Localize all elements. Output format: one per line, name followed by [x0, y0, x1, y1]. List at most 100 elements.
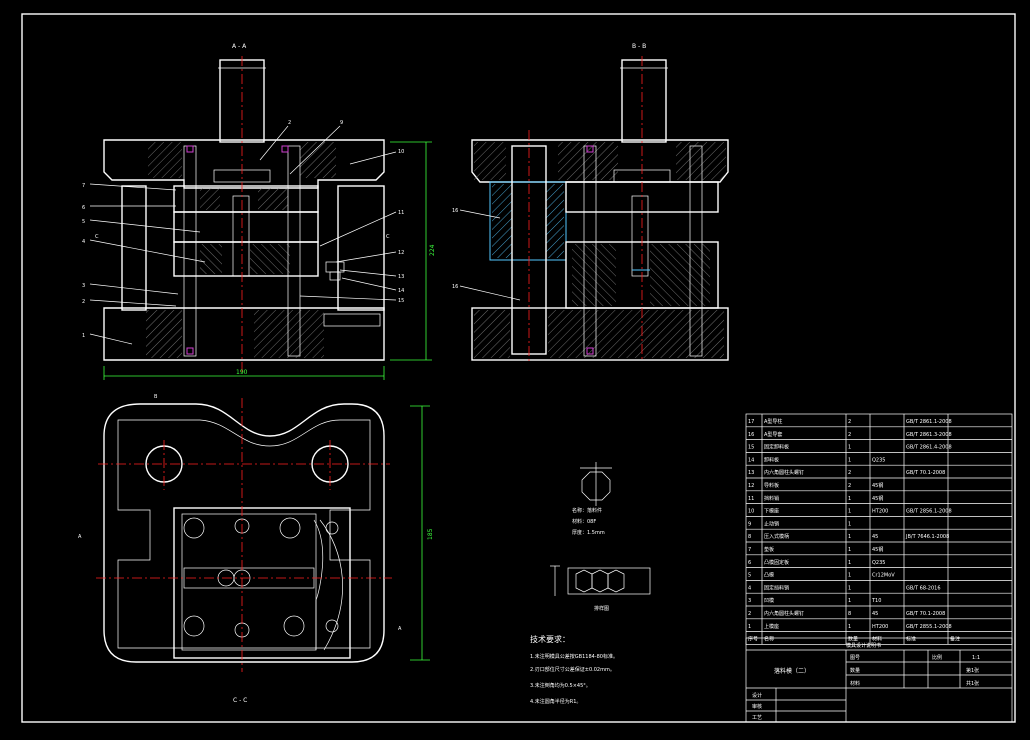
bom-cell: 导料板: [764, 482, 779, 489]
bom-cell: 凸模: [764, 572, 774, 579]
balloon-label: 14: [398, 288, 404, 294]
workpiece-name: 名称：落料件: [572, 507, 602, 514]
tb-process: 工艺: [752, 715, 762, 721]
bom-cell: 2: [848, 470, 851, 476]
bom-cell: 内六角圆柱头螺钉: [764, 469, 804, 476]
bom-cell: 1: [848, 624, 851, 630]
bom-cell: 16: [748, 432, 754, 438]
bom-cell: 1: [848, 445, 851, 451]
bom-cell: 14: [748, 457, 754, 463]
bom-cell: 固定挡料销: [764, 584, 789, 591]
balloon-label: 4: [82, 239, 85, 245]
tb-scale-label: 比例: [932, 654, 942, 661]
bom-cell: GB/T 70.1-2008: [906, 470, 945, 476]
balloon-label: 10: [398, 149, 404, 155]
balloon-label: 12: [398, 250, 404, 256]
bom-header-cell: 名称: [764, 636, 774, 643]
tb-checker: 审核: [752, 703, 762, 710]
tb-designer: 设计: [752, 692, 762, 699]
tb-quantity-label: 数量: [850, 667, 860, 674]
dimension-height-224: 224: [429, 244, 436, 256]
tech-req-item: 4.未注圆角半径为R1。: [530, 698, 581, 705]
section-cc-view: A A B C - C 185: [78, 394, 434, 704]
bom-cell: 3: [748, 598, 751, 604]
section-aa-view: A - A: [95, 43, 436, 380]
tb-scale-value: 1:1: [972, 655, 980, 661]
bom-cell: 1: [848, 509, 851, 515]
bom-cell: 1: [848, 457, 851, 463]
balloon-label: 9: [340, 120, 343, 126]
bom-cell: 上模座: [764, 623, 779, 630]
bom-cell: 挡料销: [764, 495, 779, 502]
tb-material-label: 材料: [850, 680, 860, 687]
title-block: 模具设计说明书 落料模（二） 图号 比例 1:1 数量 第1张 材料 共1张 设…: [745, 637, 1013, 723]
bom-cell: 45: [872, 611, 878, 617]
bom-cell: A型导套: [764, 431, 782, 438]
bom-cell: 45钢: [872, 482, 883, 489]
balloon-label: 13: [398, 274, 404, 280]
bom-header-cell: 序号: [748, 636, 758, 643]
bom-cell: 45钢: [872, 546, 883, 553]
section-bb-title: B - B: [632, 43, 646, 50]
bom-cell: 45: [872, 534, 878, 540]
bom-cell: 2: [848, 483, 851, 489]
bom-cell: 13: [748, 470, 754, 476]
bom-cell: HT200: [872, 624, 888, 630]
bom-cell: 10: [748, 509, 754, 515]
bom-cell: 1: [848, 598, 851, 604]
bom-cell: GB/T 2856.1-2008: [906, 509, 952, 515]
bom-header-cell: 数量: [848, 636, 858, 643]
tech-req-item: 1.未注明模具公差按GB1184-80标准。: [530, 653, 618, 660]
bom-cell: T10: [871, 598, 881, 604]
bom-cell: 45钢: [872, 495, 883, 502]
bom-cell: Q235: [872, 457, 885, 463]
bom-header-cell: 材料: [872, 636, 882, 643]
bom-cell: 内六角圆柱头螺钉: [764, 610, 804, 617]
bom-cell: GB/T 68-2016: [906, 585, 941, 591]
cut-label-b-top: B: [154, 394, 158, 400]
bom-cell: 5: [748, 573, 751, 579]
balloon-label: 11: [398, 210, 404, 216]
tb-company: 模具设计说明书: [846, 642, 881, 649]
bom-cell: 17: [748, 419, 754, 425]
bom-cell: 1: [848, 534, 851, 540]
bom-cell: 止动销: [764, 520, 779, 527]
bom-cell: Q235: [872, 560, 885, 566]
bom-cell: 压入式模柄: [764, 533, 789, 540]
bom-cell: 6: [748, 560, 751, 566]
bom-cell: 1: [848, 496, 851, 502]
cut-label-c-left: C: [95, 234, 99, 240]
tech-req-item: 2.刃口部位尺寸公差保证±0.02mm。: [530, 666, 615, 673]
bom-cell: GB/T 70.1-2008: [906, 611, 945, 617]
bom-cell: HT200: [872, 509, 888, 515]
dimension-width-190: 190: [236, 369, 248, 376]
strip-layout: 排样图: [550, 565, 651, 612]
bom-cell: 下模座: [764, 508, 779, 515]
bom-cell: 2: [848, 432, 851, 438]
tb-drawing-no-label: 图号: [850, 655, 860, 661]
strip-caption: 排样图: [594, 605, 609, 612]
bom-cell: 固定卸料板: [764, 444, 789, 451]
balloon-label: 2: [288, 120, 291, 126]
balloon-label: 6: [82, 205, 85, 211]
workpiece-thickness: 厚度：1.5mm: [572, 529, 605, 536]
section-cc-title: C - C: [233, 697, 247, 704]
balloon-labels: 7 6 5 4 3 2 1 2 9 10 11 12 13 14 15: [82, 120, 404, 339]
cut-label-a-right: A: [398, 626, 402, 632]
tech-req-item: 3.未注倒角均为0.5×45°。: [530, 682, 591, 689]
bom-cell: 12: [748, 483, 754, 489]
bom-cell: A型导柱: [764, 418, 782, 425]
bom-cell: 7: [748, 547, 751, 553]
balloon-label: 2: [82, 299, 85, 305]
bom-header-cell: 标准: [906, 636, 916, 643]
tb-total-label: 共1张: [966, 680, 979, 687]
bom-cell: GB/T 2855.1-2008: [906, 624, 952, 630]
bom-cell: 1: [848, 547, 851, 553]
balloon-label: 5: [82, 219, 85, 225]
technical-requirements: 技术要求： 1.未注明模具公差按GB1184-80标准。 2.刃口部位尺寸公差保…: [530, 634, 618, 705]
bom-cell: JB/T 7646.1-2008: [905, 534, 949, 540]
section-bb-view: B - B 16 16: [452, 43, 729, 362]
bom-header-cell: 备注: [950, 636, 960, 643]
section-aa-title: A - A: [232, 43, 247, 50]
tb-sheet-label: 第1张: [966, 667, 979, 674]
